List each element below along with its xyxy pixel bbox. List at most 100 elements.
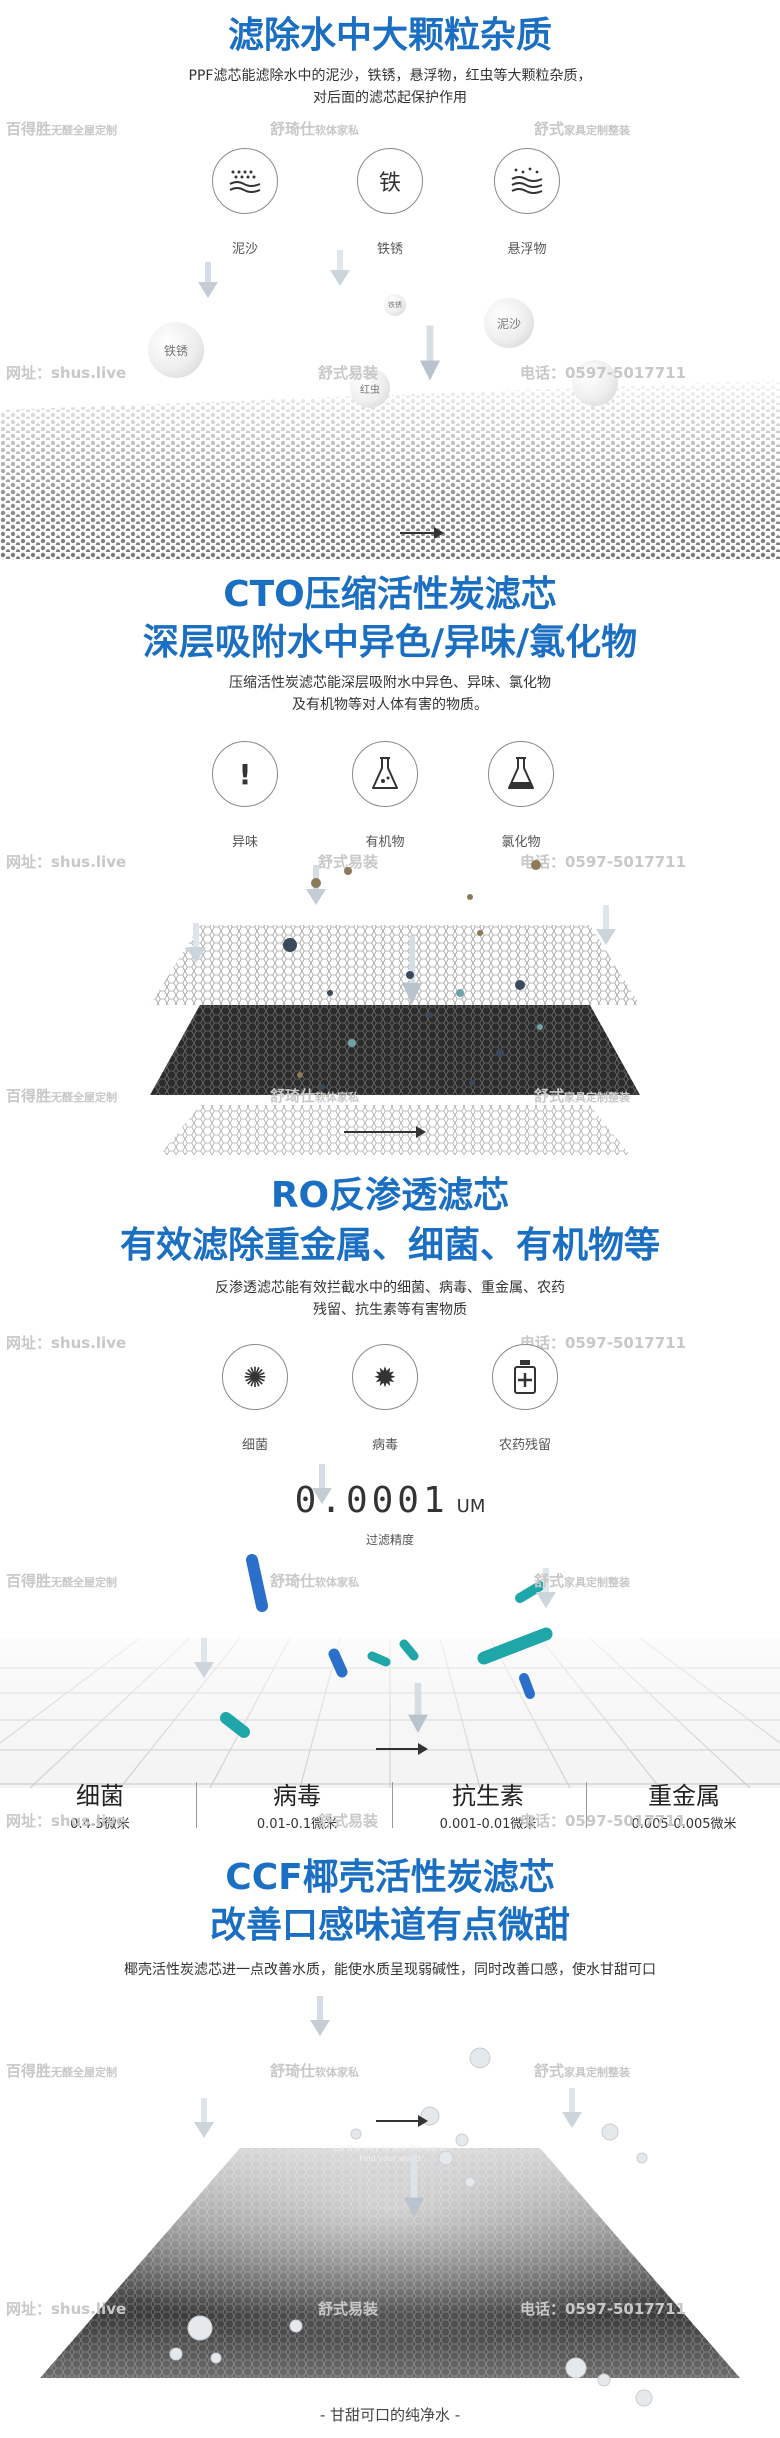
- watermark-phone-4: 电话：0597-5017711: [520, 1812, 687, 1830]
- organic-icon: [352, 741, 418, 807]
- section3-title-line2: 有效滤除重金属、细菌、有机物等: [119, 1225, 660, 1266]
- suspended-matter-icon: [494, 148, 560, 214]
- stat-antibiotic-name: 抗生素: [452, 1782, 524, 1810]
- stat-virus-name: 病毒: [273, 1782, 321, 1810]
- bacteria-icon: ✺: [222, 1344, 288, 1410]
- bubble-worm: 红虫: [350, 368, 390, 408]
- falling-arrow-s4-4: [562, 2088, 582, 2128]
- section-cto: CTO压缩活性炭滤芯 深层吸附水中异色/异味/氯化物 压缩活性炭滤芯能深层吸附水…: [0, 565, 780, 1165]
- bacteria-label: 细菌: [241, 1438, 268, 1453]
- falling-arrow-s2-3: [186, 923, 206, 963]
- mesh-caption-2: Find your world: [359, 2154, 421, 2163]
- particles: [283, 860, 543, 1090]
- falling-arrow-s4-1: [310, 1996, 330, 2036]
- odor-icon: !: [212, 741, 278, 807]
- mesh-floor: [0, 370, 780, 560]
- falling-arrow-s3-2: [194, 1638, 214, 1678]
- watermark-site-3: 网址：shus.live: [6, 1334, 127, 1352]
- falling-arrow-s3-4: [536, 1568, 556, 1608]
- flow-right-arrow-3: [376, 1743, 428, 1755]
- section-ro: RO反渗透滤芯 有效滤除重金属、细菌、有机物等 反渗透滤芯能有效拦截水中的细菌、…: [0, 1168, 780, 1848]
- pesticide-label: 农药残留: [498, 1438, 551, 1453]
- watermark-brand3-4: 舒式家具定制整装: [534, 2062, 631, 2080]
- iron-icon: 铁: [357, 148, 423, 214]
- stat-virus: 病毒 0.01-0.1微米: [212, 1776, 382, 1832]
- precision-unit: UM: [456, 1496, 486, 1517]
- water-droplets: [169, 2047, 653, 2407]
- section4-description: 椰壳活性炭滤芯进一点改善水质，能使水质呈现弱碱性，同时改善口感，使水甘甜可口: [124, 1962, 656, 1978]
- watermark-site-5: 网址：shus.live: [6, 2300, 127, 2318]
- stat-divider: [196, 1782, 197, 1828]
- falling-arrow-1: [198, 262, 218, 298]
- falling-arrow-2: [330, 250, 350, 286]
- virus-label: 病毒: [371, 1438, 398, 1453]
- watermark-brand1: 百得胜无醛全屋定制: [6, 120, 118, 138]
- watermark-brand2-4: 舒琦仕软体家私: [270, 2062, 360, 2080]
- stat-bacteria-value: 0.4-5微米: [70, 1817, 130, 1832]
- watermark-brand2: 舒琦仕软体家私: [270, 120, 360, 138]
- chloride-label: 氯化物: [501, 835, 541, 850]
- watermark-brand2-3: 舒琦仕软体家私: [270, 1572, 360, 1590]
- bubble-rust-left: 铁锈: [148, 322, 204, 378]
- chloride-icon: [488, 741, 554, 807]
- stat-antibiotic-value: 0.001-0.01微米: [439, 1817, 537, 1832]
- flow-right-arrow-2: [344, 1126, 426, 1138]
- watermark-site-2: 网址：shus.live: [6, 853, 127, 871]
- bubble-rust-small: 铁锈: [384, 294, 406, 316]
- sand-label: 泥沙: [231, 242, 258, 257]
- section2-title-line2: 深层吸附水中异色/异味/氯化物: [142, 622, 638, 663]
- stat-heavy-metal-value: 0.005-0.005微米: [631, 1817, 737, 1832]
- suspended-matter-label: 悬浮物: [507, 242, 547, 257]
- section1-description-line1: PPF滤芯能滤除水中的泥沙，铁锈，悬浮物，红虫等大颗粒杂质，: [188, 68, 592, 84]
- falling-arrow-s3-1: [312, 1464, 332, 1504]
- stat-bacteria: 细菌 0.4-5微米: [20, 1776, 180, 1832]
- bubble-sand-right: 泥沙: [484, 298, 534, 348]
- sand-icon: [212, 148, 278, 214]
- section4-title-line1: CCF椰壳活性炭滤芯: [225, 1857, 555, 1898]
- carbon-mesh: [0, 2088, 780, 2388]
- section2-description-line1: 压缩活性炭滤芯能深层吸附水中异色、异味、氯化物: [229, 675, 551, 691]
- watermark-brand4-4: 舒式易装: [318, 1812, 379, 1830]
- germs: [220, 1554, 553, 1738]
- section-ccf: CCF椰壳活性炭滤芯 改善口感味道有点微甜 椰壳活性炭滤芯进一点改善水质，能使水…: [0, 1848, 780, 2438]
- watermark-brand3-3: 舒式家具定制整装: [534, 1572, 631, 1590]
- pesticide-icon: [492, 1344, 558, 1410]
- watermark-brand4-2: 舒式易装: [318, 853, 379, 871]
- odor-label: 异味: [231, 835, 258, 850]
- stat-divider: [392, 1782, 393, 1828]
- stat-heavy-metal: 重金属 0.005-0.005微米: [594, 1776, 774, 1832]
- stat-antibiotic: 抗生素 0.001-0.01微米: [398, 1776, 578, 1832]
- flow-right-arrow: [400, 527, 444, 539]
- stat-divider: [586, 1782, 587, 1828]
- watermark-phone: 电话：0597-5017711: [520, 364, 687, 382]
- watermark-brand2-2: 舒琦仕软体家私: [270, 1087, 360, 1105]
- section3-description-line1: 反渗透滤芯能有效拦截水中的细菌、病毒、重金属、农药: [215, 1280, 565, 1296]
- mesh-caption-1: On the way to see the world: [333, 2144, 447, 2153]
- watermark-phone-2: 电话：0597-5017711: [520, 853, 687, 871]
- section2-description-line2: 及有机物等对人体有害的物质。: [292, 697, 488, 713]
- watermark-phone-5: 电话：0597-5017711: [520, 2300, 687, 2318]
- falling-arrow-s4-2: [194, 2098, 214, 2138]
- section3-title-line1: RO反渗透滤芯: [270, 1175, 510, 1216]
- flow-right-arrow-4: [376, 2115, 428, 2127]
- virus-icon: ✹: [352, 1344, 418, 1410]
- watermark-brand4-5: 舒式易装: [318, 2300, 379, 2318]
- stat-heavy-metal-name: 重金属: [648, 1782, 720, 1810]
- watermark-brand1-4: 百得胜无醛全屋定制: [6, 2062, 118, 2080]
- watermark-brand1-3: 百得胜无醛全屋定制: [6, 1572, 118, 1590]
- section1-title: 滤除水中大颗粒杂质: [227, 15, 552, 56]
- watermark-brand3: 舒式家具定制整装: [534, 120, 631, 138]
- iron-label: 铁锈: [376, 242, 403, 257]
- bubble-plain: [572, 360, 618, 406]
- stat-bacteria-name: 细菌: [76, 1782, 124, 1810]
- section3-description-line2: 残留、抗生素等有害物质: [313, 1302, 467, 1318]
- section2-title-line1: CTO压缩活性炭滤芯: [223, 574, 557, 615]
- section-ppf: 滤除水中大颗粒杂质 PPF滤芯能滤除水中的泥沙，铁锈，悬浮物，红虫等大颗粒杂质，…: [0, 0, 780, 560]
- falling-arrow-s2-4: [596, 905, 616, 945]
- watermark-site-4: 网址：shus.live: [6, 1812, 127, 1830]
- organic-label: 有机物: [365, 835, 405, 850]
- stat-virus-value: 0.01-0.1微米: [256, 1817, 338, 1832]
- watermark-site: 网址：shus.live: [6, 364, 127, 382]
- watermark-brand1-2: 百得胜无醛全屋定制: [6, 1087, 118, 1105]
